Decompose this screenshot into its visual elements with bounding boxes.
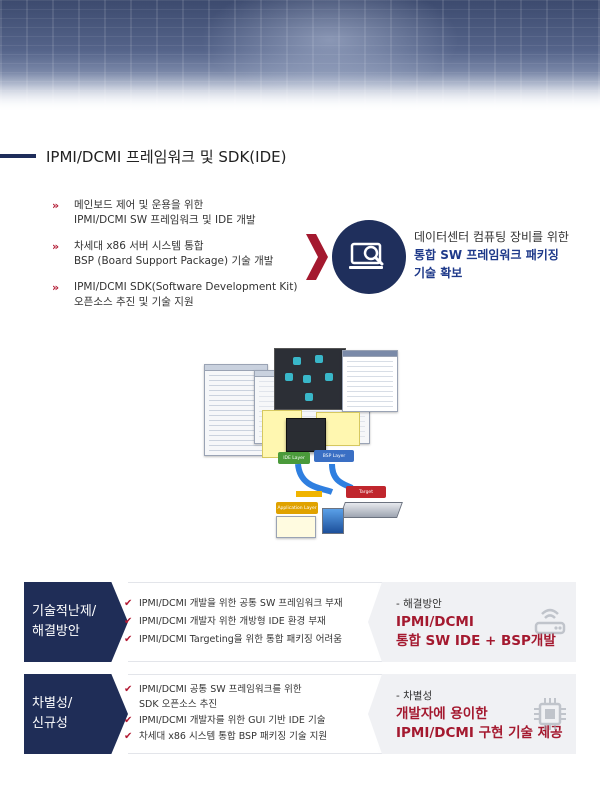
callout-text: 데이터센터 컴퓨팅 장비를 위한 통합 SW 프레임워크 패키징 기술 확보	[414, 230, 569, 280]
check-item: ✔ IPMI/DCMI 개발자 위한 개방형 IDE 환경 부재	[124, 616, 326, 627]
result-text: - 해결방안 IPMI/DCMI 통합 SW IDE + BSP개발	[396, 598, 556, 649]
double-chevron-icon: »	[52, 281, 59, 294]
bsp-layer-label: BSP Layer	[314, 450, 354, 462]
checkmark-icon: ✔	[124, 616, 133, 627]
section-title-bar	[0, 154, 36, 158]
check-list: ✔ IPMI/DCMI 공통 SW 프레임워크를 위한 SDK 오픈소스 추진 …	[124, 682, 374, 747]
application-layer-label: Application Layer	[276, 502, 318, 514]
check-item: ✔ IPMI/DCMI Targeting을 위한 통합 패키징 어려움	[124, 634, 342, 645]
checkmark-icon: ✔	[124, 684, 133, 695]
result-text: - 차별성 개발자에 용이한 IPMI/DCMI 구현 기술 제공	[396, 690, 563, 741]
feature-bullet: » IPMI/DCMI SDK(Software Development Kit…	[52, 281, 298, 308]
code-editor-window	[342, 350, 398, 412]
feature-bullet: » 차세대 x86 서버 시스템 통합 BSP (Board Support P…	[52, 240, 274, 267]
flow-chart-window	[274, 348, 346, 410]
feature-bullet: » 메인보드 제어 및 운용을 위한 IPMI/DCMI SW 프레임워크 및 …	[52, 199, 256, 226]
hero-banner	[0, 0, 600, 112]
chevron-right-icon	[306, 234, 328, 280]
checkmark-icon: ✔	[124, 715, 133, 726]
cpu-chip-icon	[534, 698, 566, 730]
checkmark-icon: ✔	[124, 634, 133, 645]
feature-bullet-list: » 메인보드 제어 및 운용을 위한 IPMI/DCMI SW 프레임워크 및 …	[52, 198, 322, 321]
check-item: ✔ IPMI/DCMI 공통 SW 프레임워크를 위한 SDK 오픈소스 추진	[124, 684, 302, 710]
box-heading: 기술적난제/ 해결방안	[24, 582, 128, 662]
chip-image	[286, 418, 326, 452]
search-monitor-icon	[332, 220, 406, 294]
architecture-diagram: IDE Layer BSP Layer Target Application L…	[196, 346, 403, 542]
double-chevron-icon: »	[52, 199, 59, 212]
check-item: ✔ 차세대 x86 시스템 통합 BSP 패키징 기술 지원	[124, 731, 328, 742]
ide-layer-label: IDE Layer	[278, 452, 310, 464]
checkmark-icon: ✔	[124, 731, 133, 742]
router-icon	[534, 608, 566, 635]
check-list: ✔ IPMI/DCMI 개발을 위한 공통 SW 프레임워크 부재 ✔ IPMI…	[124, 596, 374, 650]
chip-stack-image	[322, 508, 344, 534]
challenge-solution-box: 기술적난제/ 해결방안 ✔ IPMI/DCMI 개발을 위한 공통 SW 프레임…	[24, 582, 576, 662]
differentiation-box: 차별성/ 신규성 ✔ IPMI/DCMI 공통 SW 프레임워크를 위한 SDK…	[24, 674, 576, 754]
server-image	[339, 502, 403, 518]
section-title: IPMI/DCMI 프레임워크 및 SDK(IDE)	[46, 148, 287, 166]
box-heading: 차별성/ 신규성	[24, 674, 128, 754]
double-chevron-icon: »	[52, 240, 59, 253]
check-item: ✔ IPMI/DCMI 개발자를 위한 GUI 기반 IDE 기술	[124, 715, 326, 726]
target-label: Target	[346, 486, 386, 498]
check-item: ✔ IPMI/DCMI 개발을 위한 공통 SW 프레임워크 부재	[124, 598, 343, 609]
checkmark-icon: ✔	[124, 598, 133, 609]
